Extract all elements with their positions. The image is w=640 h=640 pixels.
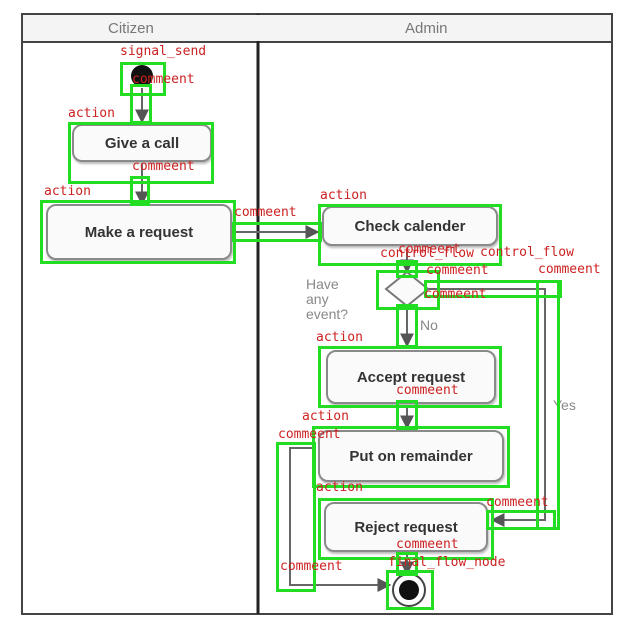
annotation-box-action-5 [312, 426, 510, 488]
decision-question-line-3: event? [306, 306, 349, 322]
decision-question-line-1: Have [306, 276, 339, 292]
swimlane-frame [21, 13, 613, 615]
annotation-box-comment-10 [486, 510, 556, 530]
annotation-label-comment-6: commeent [538, 262, 601, 277]
lane-title-admin: Admin [405, 20, 448, 37]
annotation-box-comment-5 [424, 280, 562, 298]
annotation-box-comment-3 [232, 222, 322, 242]
annotation-box-comment-2 [130, 176, 150, 206]
swimlane-header-bg [23, 15, 611, 41]
annotation-box-action-2 [40, 200, 236, 264]
action-check-calendar[interactable]: Check calender [322, 206, 498, 246]
annotation-label-comment-5: commeent [426, 263, 489, 278]
annotation-box-signal-send [120, 62, 166, 96]
annotation-label-action-4: action [316, 330, 363, 345]
annotation-box-action-1 [68, 122, 214, 184]
annotation-label-comment-3: commeent [234, 205, 297, 220]
annotation-box-comment-6 [536, 280, 560, 530]
annotation-label-control-flow: control_flow [380, 246, 474, 261]
annotation-box-control-flow [376, 270, 440, 310]
action-accept-request[interactable]: Accept request [326, 350, 496, 404]
annotation-box-comment-9 [276, 442, 316, 592]
final-node-inner [399, 580, 419, 600]
annotation-label-action-5: action [302, 409, 349, 424]
annotation-box-comment-7 [396, 304, 418, 348]
annotation-label-action-1: action [68, 106, 115, 121]
annotation-box-comment-4 [396, 260, 418, 278]
annotation-label-action-2: action [44, 184, 91, 199]
annotation-label-comment-11: commeent [396, 537, 459, 552]
action-give-a-call[interactable]: Give a call [72, 124, 212, 162]
annotation-box-comment-11 [396, 552, 418, 576]
decision-question-line-2: any [306, 291, 329, 307]
annotation-label-comment-2: commeent [132, 159, 195, 174]
decision-question: Have any event? [306, 277, 348, 322]
annotation-box-action-4 [318, 346, 502, 408]
annotation-box-final-flow-node [386, 570, 434, 610]
annotation-label-comment-7: commeent [424, 287, 487, 302]
annotation-label-comment-4: commeent [398, 242, 461, 257]
action-reject-request[interactable]: Reject request [324, 502, 488, 552]
annotation-box-action-3 [318, 204, 502, 266]
annotation-label-comment-9: commeent [278, 427, 341, 442]
annotation-label-comment-10: commeent [486, 495, 549, 510]
annotation-label-comment-8: commeent [396, 383, 459, 398]
annotation-label-action-3: action [320, 188, 367, 203]
lane-title-citizen: Citizen [108, 20, 154, 37]
annotation-label-comment-1: commeent [132, 72, 195, 87]
initial-node [131, 65, 153, 87]
annotation-label-comment-12: commeent [280, 559, 343, 574]
annotation-label-control-flow-2: control_flow [480, 245, 574, 260]
flow-decision-yes [428, 288, 546, 527]
flow-reminder-to-end [289, 447, 392, 592]
annotation-box-comment-1 [130, 84, 152, 124]
guard-no-label: No [420, 317, 438, 333]
annotation-label-action-6: action [316, 480, 363, 495]
annotation-label-signal-send: signal_send [120, 44, 207, 59]
annotation-label-final-flow-node: final_flow_node [388, 555, 506, 570]
action-put-on-reminder[interactable]: Put on remainder [318, 430, 504, 482]
